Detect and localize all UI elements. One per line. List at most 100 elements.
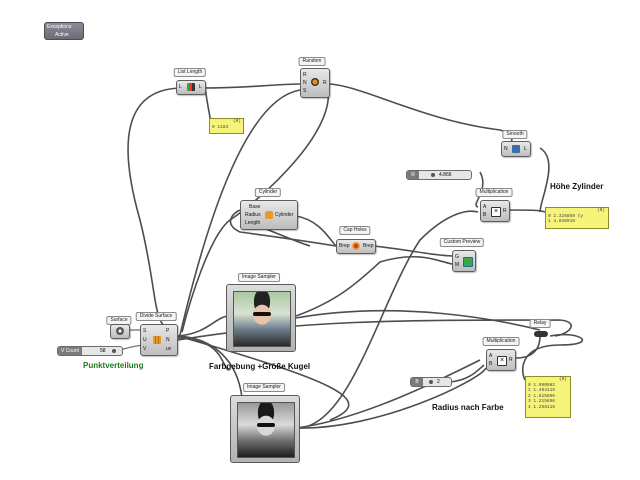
- panel-row: 3 1.215896: [528, 399, 556, 404]
- list-length-component[interactable]: L L: [176, 80, 206, 95]
- panel-row: 4 1.298119: [528, 404, 556, 410]
- divide-port-v[interactable]: V: [143, 346, 147, 352]
- divide-surface-caption: Divide Surface: [135, 312, 177, 321]
- radius-label: Radius nach Farbe: [432, 403, 504, 412]
- panel-header: {0}: [596, 208, 605, 213]
- preview-icon: [463, 257, 473, 267]
- list-length-out-port[interactable]: L: [199, 84, 202, 90]
- cylinder-icon: [265, 211, 273, 219]
- random-caption: Random: [298, 57, 326, 66]
- grid-icon: [153, 336, 161, 344]
- mult-bottom-port-b[interactable]: B: [489, 361, 493, 367]
- multiplication-bottom-component[interactable]: A B × R: [486, 349, 516, 371]
- panel-row: 1 1.494119: [528, 388, 556, 393]
- multiplication-bottom-caption: Multiplication: [482, 337, 520, 346]
- vcount-slider-value: 58: [100, 348, 106, 354]
- custom-preview-component[interactable]: G M: [452, 250, 476, 272]
- random-port-r[interactable]: R: [303, 72, 307, 78]
- portrait-color-image: [233, 291, 291, 347]
- multiply-icon: ×: [497, 356, 507, 366]
- smooth-port-n[interactable]: N: [504, 146, 508, 152]
- sunglasses-icon: [253, 312, 271, 316]
- bar-chart-icon: [187, 83, 195, 91]
- sunglasses-icon: [257, 423, 275, 427]
- relay-node[interactable]: [534, 331, 548, 337]
- relay-caption: Relay: [529, 319, 551, 328]
- mult-bottom-out[interactable]: R: [509, 357, 513, 363]
- divide-port-u[interactable]: U: [143, 337, 147, 343]
- cap-holes-out[interactable]: Brep: [363, 243, 374, 249]
- mult-top-port-a[interactable]: A: [483, 204, 487, 210]
- cylinder-port-radius[interactable]: Radius: [245, 212, 261, 218]
- cylinder-port-length[interactable]: Length: [245, 220, 261, 226]
- smooth-port-out[interactable]: L: [524, 146, 527, 152]
- image-sampler-top-caption: Image Sampler: [238, 273, 280, 282]
- image-sampler-bottom-component[interactable]: [230, 395, 300, 463]
- cylinder-component[interactable]: Base Radius Length Cylinder: [240, 200, 298, 230]
- height-slider-knob[interactable]: [431, 173, 435, 177]
- curve-icon: [512, 145, 520, 153]
- multiplication-top-component[interactable]: A B × R: [480, 200, 510, 222]
- cap-holes-icon: [352, 242, 360, 250]
- height-label: Höhe Zylinder: [550, 182, 604, 191]
- cylinder-caption: Cylinder: [254, 188, 282, 197]
- panel-header: {0}: [232, 119, 241, 124]
- multiply-icon: ×: [491, 207, 501, 217]
- height-slider-value: 4.866: [439, 172, 452, 178]
- surface-component[interactable]: [110, 324, 130, 339]
- divide-port-s[interactable]: S: [143, 328, 147, 334]
- random-out-port[interactable]: R: [323, 80, 327, 86]
- panel-header: {0}: [558, 377, 567, 382]
- cap-holes-in[interactable]: Brep: [339, 243, 350, 249]
- vcount-slider[interactable]: V Count 58: [57, 346, 123, 356]
- vcount-slider-knob[interactable]: [112, 349, 116, 353]
- panel-row: 0 1183: [212, 124, 229, 130]
- mult-top-port-b[interactable]: B: [483, 212, 487, 218]
- portrait-grayscale-image: [237, 402, 295, 458]
- vcount-slider-tag: V Count: [58, 347, 82, 355]
- custom-preview-port-g[interactable]: G: [455, 254, 459, 260]
- random-port-n[interactable]: N: [303, 80, 307, 86]
- panel-row: 0 1.990082: [528, 382, 556, 388]
- points-label: Punktverteilung: [83, 361, 144, 370]
- exceptions-state: Active: [55, 32, 69, 38]
- exceptions-toggle[interactable]: Exceptions Active: [44, 22, 84, 40]
- divide-out-uv[interactable]: uv: [166, 346, 172, 352]
- radius-slider-knob[interactable]: [429, 380, 433, 384]
- cap-holes-caption: Cap Holes: [339, 226, 371, 235]
- radius-panel[interactable]: {0} 0 1.990082 1 1.494119 2 1.815896 3 1…: [525, 376, 571, 418]
- list-length-caption: List Length: [173, 68, 207, 77]
- panel-row: 0 2.326859 ty: [548, 213, 584, 219]
- cylinder-out-port[interactable]: Cylinder: [275, 212, 294, 218]
- exceptions-title: Exceptions: [47, 24, 72, 30]
- mult-top-out[interactable]: R: [503, 208, 507, 214]
- divide-out-n[interactable]: N: [166, 337, 170, 343]
- height-slider-tag: R: [407, 171, 419, 179]
- cylinder-port-base[interactable]: Base: [249, 204, 261, 210]
- divide-surface-component[interactable]: S U V P N uv: [140, 324, 178, 356]
- custom-preview-port-m[interactable]: M: [455, 262, 460, 268]
- divide-out-p[interactable]: P: [166, 328, 170, 334]
- smooth-component[interactable]: N L: [501, 141, 531, 157]
- cap-holes-component[interactable]: Brep Brep: [336, 239, 376, 254]
- panel-row: 2 1.815896: [528, 393, 556, 399]
- surface-icon: [116, 327, 124, 335]
- image-sampler-top-component[interactable]: [226, 284, 296, 352]
- smooth-caption: Smooth: [502, 130, 528, 139]
- image-sampler-bottom-caption: Image Sampler: [243, 383, 285, 392]
- height-slider[interactable]: R 4.866: [406, 170, 472, 180]
- custom-preview-caption: Custom Preview: [439, 238, 485, 247]
- panel-row: 1 4.846919: [548, 219, 576, 224]
- random-component[interactable]: R N S R: [300, 68, 330, 98]
- count-panel[interactable]: {0} 0 1183: [209, 118, 244, 134]
- color-size-label: Farbgebung +Größe Kugel: [209, 362, 311, 371]
- mult-bottom-port-a[interactable]: A: [489, 353, 493, 359]
- list-length-in-port[interactable]: L: [179, 84, 182, 90]
- random-port-s[interactable]: S: [303, 88, 307, 94]
- height-panel[interactable]: {0} 0 2.326859 ty 1 4.846919: [545, 207, 609, 229]
- radius-slider-value: 2: [437, 379, 440, 385]
- dice-icon: [311, 78, 319, 86]
- radius-slider[interactable]: B 2: [410, 377, 452, 387]
- radius-slider-tag: B: [411, 378, 423, 386]
- multiplication-top-caption: Multiplication: [475, 188, 513, 197]
